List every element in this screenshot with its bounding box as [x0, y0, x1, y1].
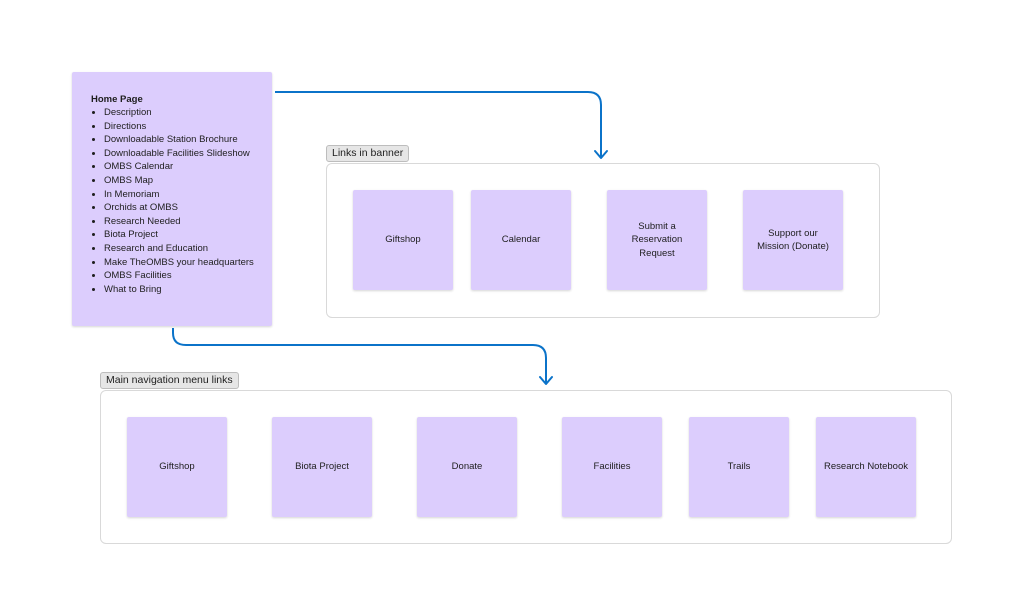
connector-home-to-nav: [172, 328, 547, 383]
nav-section-label: Main navigation menu links: [100, 372, 239, 389]
list-item: OMBS Map: [104, 174, 284, 188]
list-item: OMBS Facilities: [104, 269, 284, 283]
list-item: Orchids at OMBS: [104, 201, 284, 215]
nav-link-facilities[interactable]: Facilities: [562, 417, 662, 517]
list-item: Make TheOMBS your headquarters: [104, 256, 284, 270]
home-page-note[interactable]: Home Page Description Directions Downloa…: [72, 72, 272, 326]
home-page-title: Home Page: [91, 94, 143, 105]
list-item: Downloadable Facilities Slideshow: [104, 147, 284, 161]
nav-link-trails[interactable]: Trails: [689, 417, 789, 517]
nav-link-research-notebook[interactable]: Research Notebook: [816, 417, 916, 517]
connector-home-to-banner: [275, 91, 602, 157]
banner-link-calendar[interactable]: Calendar: [471, 190, 571, 290]
arrowhead-nav: [539, 376, 553, 385]
banner-link-giftshop[interactable]: Giftshop: [353, 190, 453, 290]
list-item: Downloadable Station Brochure: [104, 133, 284, 147]
list-item: Directions: [104, 120, 284, 134]
list-item: Biota Project: [104, 228, 284, 242]
nav-links-frame[interactable]: [100, 390, 952, 544]
nav-link-biota-project[interactable]: Biota Project: [272, 417, 372, 517]
nav-link-giftshop[interactable]: Giftshop: [127, 417, 227, 517]
arrowhead-banner: [594, 150, 608, 159]
banner-link-donate[interactable]: Support our Mission (Donate): [743, 190, 843, 290]
list-item: Research and Education: [104, 242, 284, 256]
list-item: OMBS Calendar: [104, 160, 284, 174]
list-item: What to Bring: [104, 283, 284, 297]
nav-link-donate[interactable]: Donate: [417, 417, 517, 517]
banner-link-reservation-request[interactable]: Submit a Reservation Request: [607, 190, 707, 290]
list-item: Research Needed: [104, 215, 284, 229]
list-item: Description: [104, 106, 284, 120]
banner-section-label: Links in banner: [326, 145, 410, 162]
home-page-list: Description Directions Downloadable Stat…: [91, 106, 284, 296]
list-item: In Memoriam: [104, 188, 284, 202]
